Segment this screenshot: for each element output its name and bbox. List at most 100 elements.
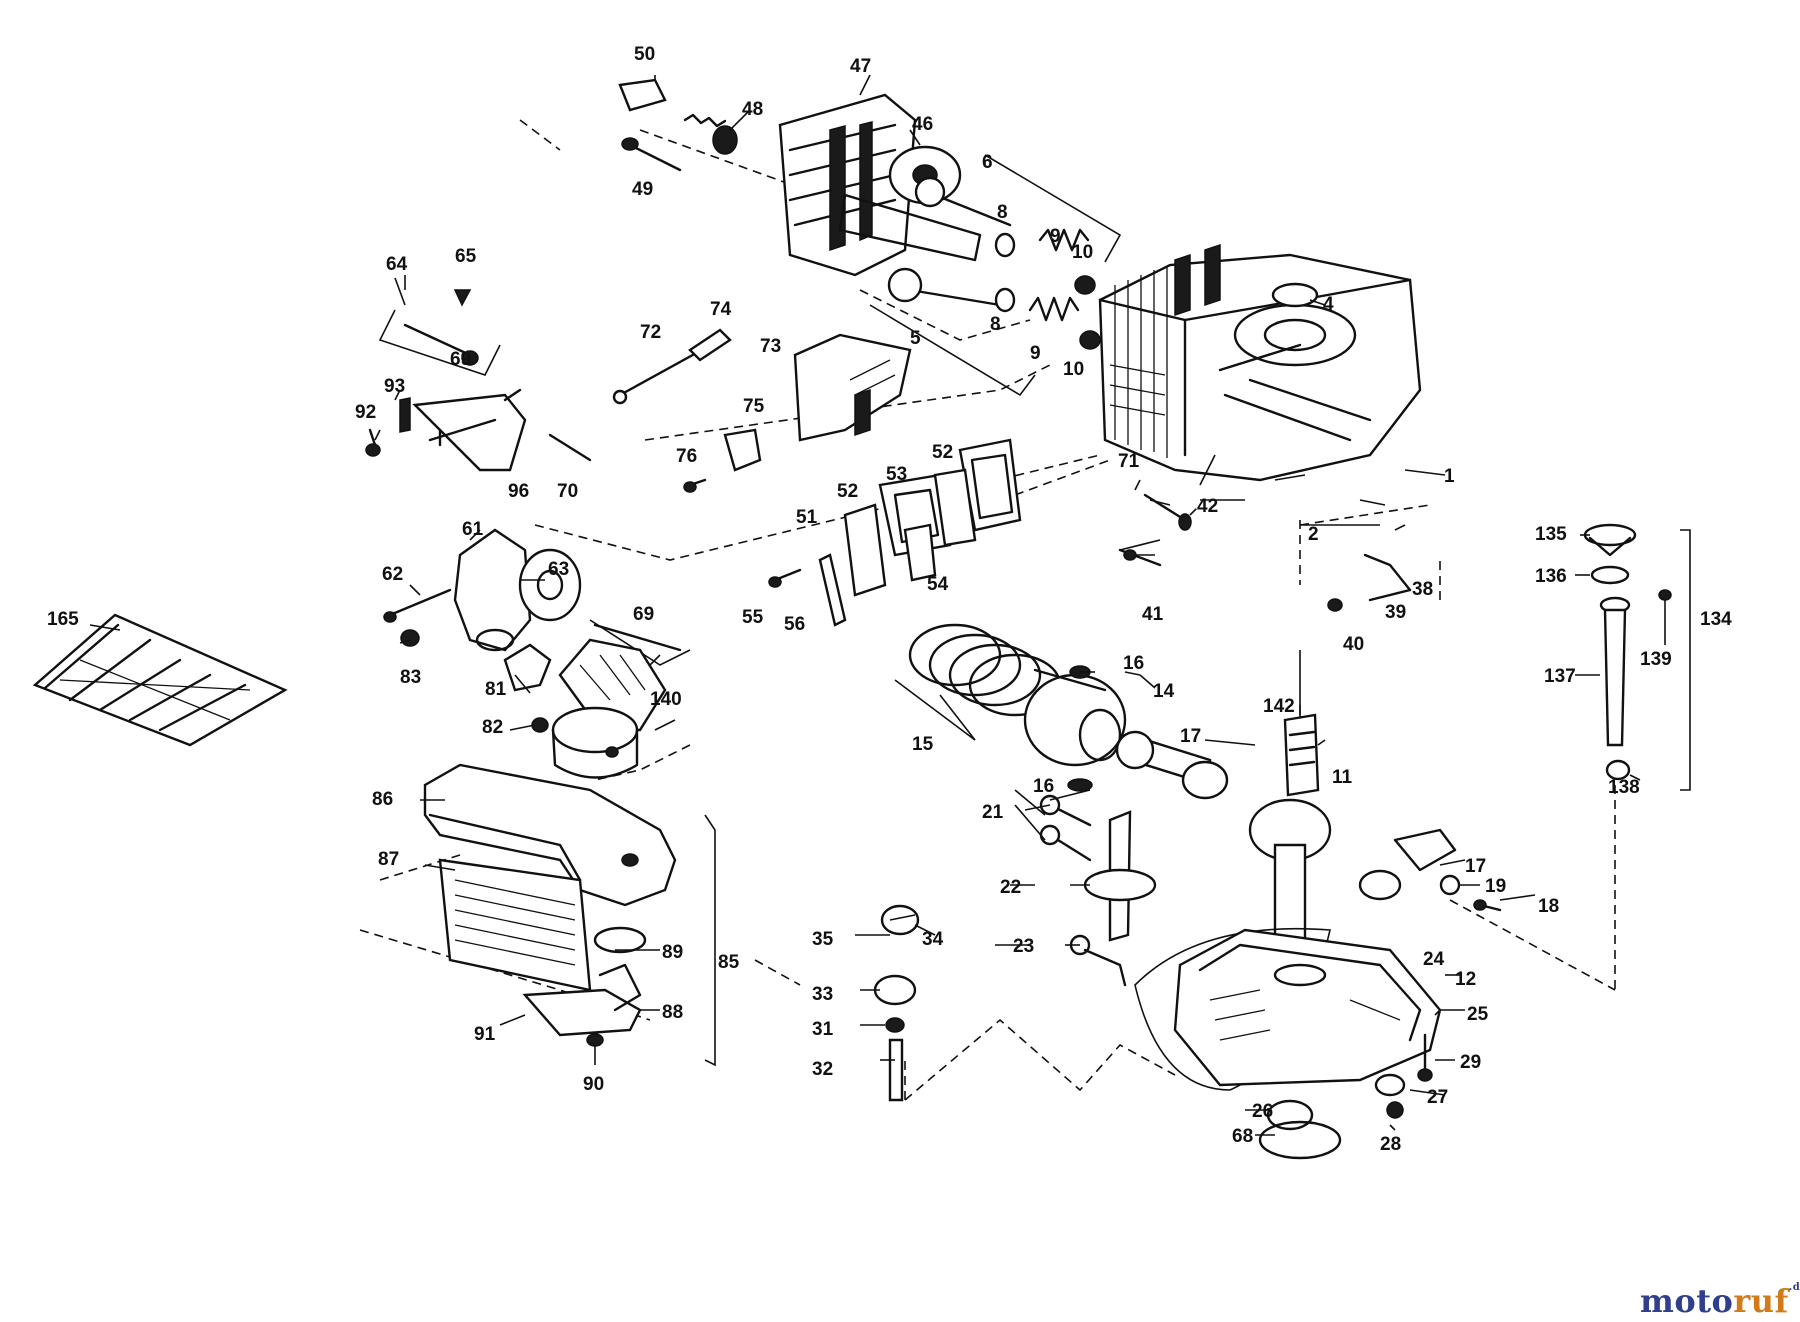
- part-label: 50: [634, 44, 655, 65]
- part-label: 55: [742, 607, 764, 628]
- brand-logo: motoruf.de: [1640, 1282, 1800, 1320]
- part-label: 136: [1535, 566, 1567, 587]
- valve-assembly: [887, 176, 1101, 350]
- part-label: 27: [1427, 1087, 1448, 1108]
- part-label: 1: [1444, 466, 1455, 487]
- part-label: 31: [812, 1019, 834, 1040]
- breather-group: [612, 328, 912, 493]
- part-label: 96: [508, 481, 529, 502]
- part-label: 8: [997, 202, 1008, 223]
- piston-group: [908, 623, 1229, 800]
- carburetor-group: [383, 528, 682, 779]
- part-label: 70: [557, 481, 578, 502]
- part-label: 40: [1343, 634, 1364, 655]
- part-label: 49: [632, 179, 653, 200]
- callout-leaders: [89, 74, 1666, 1136]
- part-label: 51: [796, 507, 818, 528]
- spark-plug-group: [618, 78, 738, 172]
- part-label: 9: [1050, 226, 1061, 247]
- part-label: 73: [760, 336, 781, 357]
- part-label: 83: [400, 667, 421, 688]
- part-label: 63: [548, 559, 569, 580]
- part-label: 48: [742, 99, 763, 120]
- part-label: 140: [650, 689, 682, 710]
- part-label: 5: [910, 328, 921, 349]
- logo-text-primary: moto: [1640, 1282, 1734, 1320]
- part-label: 69: [633, 604, 654, 625]
- part-label: 88: [662, 1002, 683, 1023]
- part-label: 22: [1000, 877, 1021, 898]
- part-label: 42: [1197, 496, 1218, 517]
- part-label: 65: [455, 246, 477, 267]
- part-label: 12: [1455, 969, 1476, 990]
- part-label: 61: [462, 519, 484, 540]
- part-label: 137: [1544, 666, 1576, 687]
- logo-text-accent: ruf: [1733, 1282, 1789, 1320]
- part-label: 62: [382, 564, 403, 585]
- part-label: 135: [1535, 524, 1567, 545]
- part-label: 82: [482, 717, 503, 738]
- part-label: 24: [1423, 949, 1445, 970]
- part-label: 6: [982, 152, 993, 173]
- part-label: 16: [1033, 776, 1054, 797]
- part-label: 75: [743, 396, 765, 417]
- part-labels: 50 48 47 46 49 6 8 9 10 4 64 65 69 72 74…: [47, 44, 1732, 1155]
- part-label: 17: [1180, 726, 1201, 747]
- part-label: 46: [912, 114, 933, 135]
- part-label: 138: [1608, 777, 1640, 798]
- throttle-bracket: [365, 289, 592, 472]
- part-label: 10: [1063, 359, 1084, 380]
- fasteners: [1118, 493, 1502, 1160]
- part-label: 41: [1142, 604, 1164, 625]
- part-label: 71: [1118, 451, 1140, 472]
- part-label: 86: [372, 789, 393, 810]
- part-label: 10: [1072, 242, 1093, 263]
- part-label: 89: [662, 942, 683, 963]
- part-label: 92: [355, 402, 376, 423]
- part-label: 52: [837, 481, 858, 502]
- part-label: 39: [1385, 602, 1406, 623]
- part-label: 47: [850, 56, 871, 77]
- part-label: 139: [1640, 649, 1672, 670]
- part-label: 85: [718, 952, 740, 973]
- part-label: 33: [812, 984, 833, 1005]
- part-label: 4: [1323, 294, 1334, 315]
- part-label: 9: [1030, 343, 1041, 364]
- part-label: 91: [474, 1024, 496, 1045]
- oil-dipstick-group: [1583, 523, 1672, 781]
- part-label: 26: [1252, 1101, 1273, 1122]
- part-label: 81: [485, 679, 507, 700]
- part-label: 90: [583, 1074, 604, 1095]
- part-label: 56: [784, 614, 805, 635]
- part-label: 8: [990, 314, 1001, 335]
- governor-group: [873, 904, 920, 1102]
- air-filter-group: [423, 763, 677, 1047]
- part-label: 72: [640, 322, 661, 343]
- part-label: 29: [1460, 1052, 1481, 1073]
- part-label: 165: [47, 609, 79, 630]
- part-label: 19: [1485, 876, 1506, 897]
- part-label: 25: [1467, 1004, 1489, 1025]
- part-label: 142: [1263, 696, 1295, 717]
- cylinder-head: [778, 93, 982, 277]
- brackets: [378, 154, 1691, 1067]
- part-label: 38: [1412, 579, 1433, 600]
- part-label: 53: [886, 464, 907, 485]
- part-label: 68: [1232, 1126, 1253, 1147]
- part-label: 64: [386, 254, 408, 275]
- part-label: 69: [450, 349, 471, 370]
- carb-spacer-group: [768, 438, 1022, 627]
- part-label: 23: [1013, 936, 1034, 957]
- part-label: 87: [378, 849, 399, 870]
- part-label: 28: [1380, 1134, 1401, 1155]
- part-label: 15: [912, 734, 934, 755]
- part-label: 52: [932, 442, 953, 463]
- part-label: 34: [922, 929, 944, 950]
- part-label: 2: [1308, 524, 1319, 545]
- part-label: 134: [1700, 609, 1732, 630]
- part-label: 14: [1153, 681, 1175, 702]
- part-label: 21: [982, 802, 1004, 823]
- logo-domain: .de: [1788, 1282, 1800, 1293]
